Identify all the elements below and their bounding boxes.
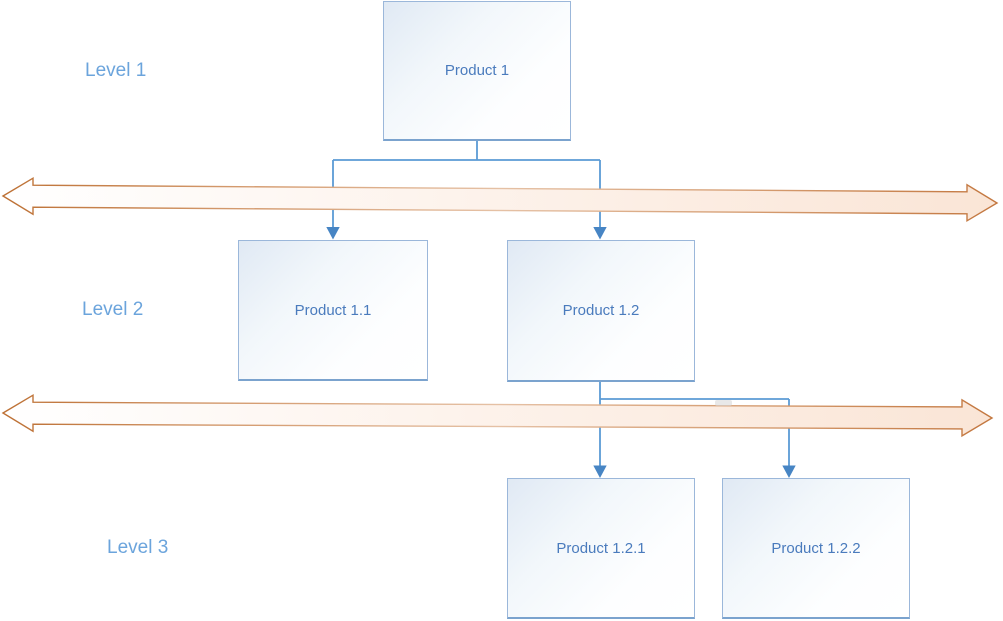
node-product-1[interactable]: Product 1 (383, 1, 571, 141)
divider-double-arrow-2 (1, 393, 994, 438)
arrowhead-to-product-1-2-1-icon (593, 465, 607, 478)
connector-level1-to-level2 (332, 141, 601, 228)
arrowhead-to-product-1-2-2-icon (782, 465, 796, 478)
arrowhead-to-product-1-1-icon (326, 227, 340, 240)
level-1-label: Level 1 (85, 60, 147, 81)
level-3-label: Level 3 (107, 537, 169, 558)
node-product-1-2[interactable]: Product 1.2 (507, 240, 695, 382)
arrowhead-to-product-1-2-icon (593, 227, 607, 240)
artifact-smudge (715, 400, 732, 406)
level-2-label: Level 2 (82, 299, 144, 320)
node-product-1-2-1[interactable]: Product 1.2.1 (507, 478, 695, 619)
divider-double-arrow-1 (1, 176, 999, 223)
node-product-1-2-2[interactable]: Product 1.2.2 (722, 478, 910, 619)
node-product-1-1[interactable]: Product 1.1 (238, 240, 428, 381)
